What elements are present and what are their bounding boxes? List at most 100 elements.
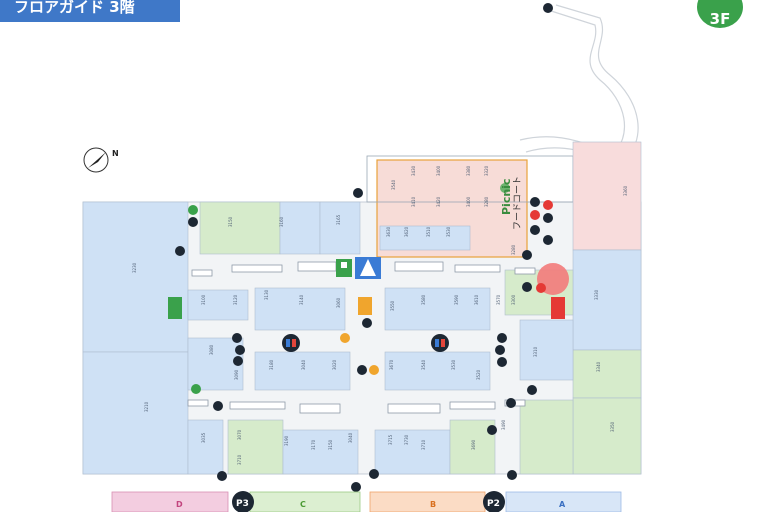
- shop-number-3670[interactable]: 3670: [389, 359, 394, 370]
- shop-number-3080[interactable]: 3080: [209, 344, 214, 355]
- shop-number-3040[interactable]: 3040: [348, 432, 353, 443]
- wing-label-c: C: [300, 500, 306, 509]
- shop-number-3540[interactable]: 3540: [391, 179, 396, 190]
- svg-text:フードコート: フードコート: [513, 176, 523, 230]
- shop-block[interactable]: [519, 319, 574, 381]
- shop-number-3160[interactable]: 3160: [279, 216, 284, 227]
- shop-number-3510[interactable]: 3510: [426, 226, 431, 237]
- shop-number-3130[interactable]: 3130: [264, 289, 269, 300]
- shop-block[interactable]: [254, 287, 346, 331]
- shop-number-3490[interactable]: 3490: [501, 419, 506, 430]
- shop-number-3170[interactable]: 3170: [311, 439, 316, 450]
- shop-number-3730[interactable]: 3730: [404, 434, 409, 445]
- elevator-icon[interactable]: [358, 297, 372, 315]
- shop-block[interactable]: [254, 351, 351, 391]
- shop-number-3620[interactable]: 3620: [404, 226, 409, 237]
- parking-p2[interactable]: P2: [483, 491, 505, 512]
- svg-text:P3: P3: [236, 499, 249, 509]
- shop-number-3140[interactable]: 3140: [299, 294, 304, 305]
- shop-block[interactable]: [384, 287, 491, 331]
- wing-label-b: B: [430, 500, 436, 509]
- shop-number-3210[interactable]: 3210: [144, 401, 149, 412]
- shop-number-3550[interactable]: 3550: [390, 300, 395, 311]
- shop-number-3400[interactable]: 3400: [466, 196, 471, 207]
- shop-number-3610[interactable]: 3610: [474, 294, 479, 305]
- shop-number-3690[interactable]: 3690: [471, 439, 476, 450]
- shop-number-3090[interactable]: 3090: [234, 369, 239, 380]
- parking-p3[interactable]: P3: [232, 491, 254, 512]
- shop-block[interactable]: [82, 201, 189, 353]
- shop-number-3320[interactable]: 3320: [484, 165, 489, 176]
- shop-block[interactable]: [279, 201, 321, 255]
- first-aid-icon[interactable]: [551, 297, 565, 319]
- shop-block[interactable]: [572, 141, 642, 251]
- shop-number-3710[interactable]: 3710: [237, 454, 242, 465]
- shop-number-labels: 3230 3210 3150 3160 3165 3100 3120 3130 3140 3060…: [132, 165, 628, 465]
- shop-block[interactable]: [572, 397, 642, 475]
- shop-number-3520[interactable]: 3520: [476, 369, 481, 380]
- shop-block[interactable]: [379, 225, 471, 251]
- shop-number-3350[interactable]: 3350: [610, 421, 615, 432]
- shop-block[interactable]: [187, 289, 249, 321]
- shop-number-3190[interactable]: 3190: [284, 435, 289, 446]
- information-icon[interactable]: [336, 259, 352, 277]
- shop-number-3280[interactable]: 3280: [511, 244, 516, 255]
- svg-text:N: N: [112, 149, 119, 158]
- shop-number-3570[interactable]: 3570: [496, 294, 501, 305]
- shop-block[interactable]: [384, 351, 491, 391]
- shop-number-3630[interactable]: 3630: [386, 226, 391, 237]
- wing-strip: [111, 491, 622, 512]
- shop-number-3020[interactable]: 3020: [332, 359, 337, 370]
- emergency-exit-icon[interactable]: [168, 297, 182, 319]
- shop-number-3380[interactable]: 3380: [466, 165, 471, 176]
- shop-block[interactable]: [282, 429, 359, 475]
- shop-number-3430[interactable]: 3430: [411, 165, 416, 176]
- shop-number-3330[interactable]: 3330: [594, 289, 599, 300]
- shop-number-3280[interactable]: 3280: [484, 196, 489, 207]
- shop-number-3230[interactable]: 3230: [132, 262, 137, 273]
- shop-number-3360[interactable]: 3360: [623, 185, 628, 196]
- wing-label-d: D: [176, 500, 183, 509]
- shop-number-3300[interactable]: 3300: [511, 294, 516, 305]
- christmas-tree-icon: [355, 257, 381, 279]
- shop-number-3180[interactable]: 3180: [269, 359, 274, 370]
- shop-block[interactable]: [374, 429, 451, 475]
- shop-number-3340[interactable]: 3340: [596, 361, 601, 372]
- restroom-icon[interactable]: [431, 334, 449, 352]
- shop-number-3150[interactable]: 3150: [228, 216, 233, 227]
- shop-block[interactable]: [519, 399, 574, 475]
- restroom-icon[interactable]: [282, 334, 300, 352]
- shop-number-3715[interactable]: 3715: [388, 434, 393, 445]
- shop-number-3035[interactable]: 3035: [201, 432, 206, 443]
- shop-block[interactable]: [187, 337, 244, 391]
- shop-number-3310[interactable]: 3310: [533, 346, 538, 357]
- wing-label-a: A: [559, 500, 566, 509]
- shop-block[interactable]: [227, 419, 284, 475]
- spiral-ramp: [519, 4, 639, 166]
- shop-block[interactable]: [572, 349, 642, 399]
- shop-number-3070[interactable]: 3070: [237, 429, 242, 440]
- shop-number-3590[interactable]: 3590: [454, 294, 459, 305]
- shop-block[interactable]: [187, 419, 224, 475]
- shop-number-3710[interactable]: 3710: [421, 439, 426, 450]
- shop-number-3540[interactable]: 3540: [421, 359, 426, 370]
- shop-number-3420[interactable]: 3420: [436, 196, 441, 207]
- shop-block[interactable]: [319, 201, 361, 255]
- shop-number-3410[interactable]: 3410: [411, 196, 416, 207]
- shop-number-3530[interactable]: 3530: [451, 359, 456, 370]
- shop-number-3040[interactable]: 3040: [301, 359, 306, 370]
- shop-number-3580[interactable]: 3580: [421, 294, 426, 305]
- shop-number-3100[interactable]: 3100: [201, 294, 206, 305]
- shop-number-3400[interactable]: 3400: [436, 165, 441, 176]
- shop-number-3165[interactable]: 3165: [336, 214, 341, 225]
- shop-number-3530[interactable]: 3530: [446, 226, 451, 237]
- shop-number-3120[interactable]: 3120: [233, 294, 238, 305]
- shop-block[interactable]: [572, 249, 642, 351]
- floor-guide-title: フロアガイド 3階: [0, 0, 180, 22]
- shop-block[interactable]: [199, 201, 281, 255]
- shop-block[interactable]: [82, 351, 189, 475]
- shop-number-3060[interactable]: 3060: [336, 297, 341, 308]
- compass: N: [83, 147, 119, 173]
- shop-number-3150[interactable]: 3150: [328, 439, 333, 450]
